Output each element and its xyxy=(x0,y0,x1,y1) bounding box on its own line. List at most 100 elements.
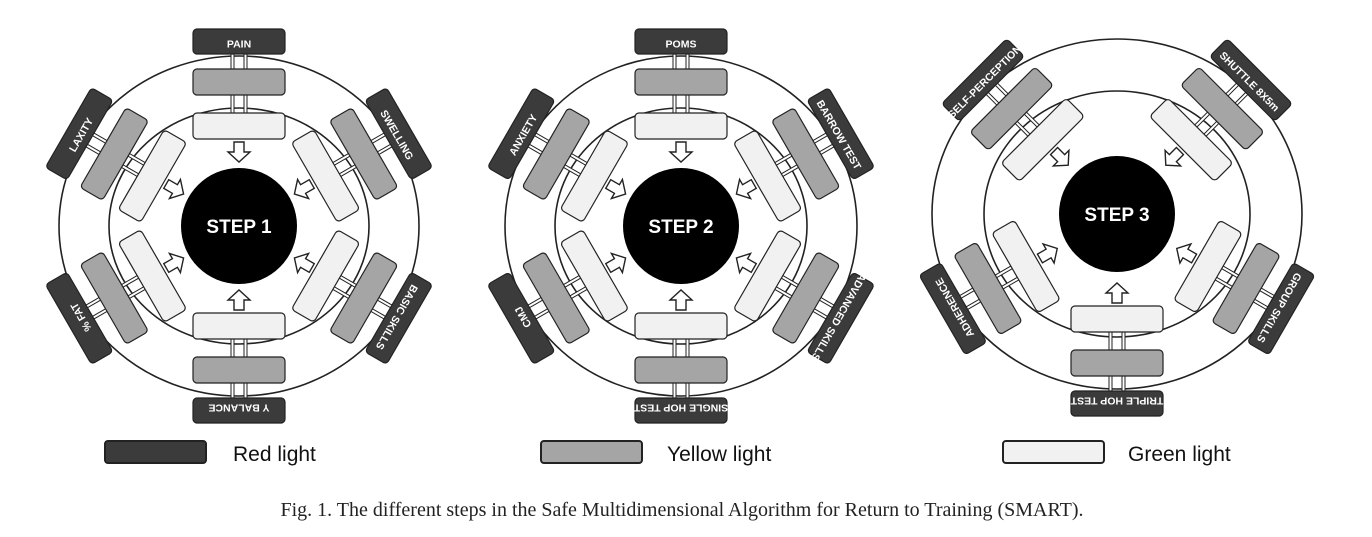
yellow-light-box xyxy=(330,108,398,200)
green-light-box xyxy=(734,230,801,322)
inner-ring xyxy=(108,107,370,345)
legend-item-red: Red light xyxy=(104,440,316,466)
spoke-cmj: CMJ xyxy=(488,230,628,364)
arrow-icon xyxy=(668,289,694,311)
step-center-circle xyxy=(1059,156,1175,272)
green-light-box xyxy=(1174,221,1242,312)
red-light-box xyxy=(365,88,432,179)
yellow-light-box xyxy=(522,252,590,344)
yellow-light-box xyxy=(522,108,590,200)
legend-item-green: Green light xyxy=(1002,440,1231,466)
arrow-icon xyxy=(604,177,627,200)
yellow-light-box xyxy=(772,252,840,344)
spoke-anxiety: ANXIETY xyxy=(488,88,628,222)
red-light-box xyxy=(634,397,728,424)
arrow-icon xyxy=(1049,146,1070,167)
step-title: STEP 2 xyxy=(648,217,713,238)
step-center-circle xyxy=(181,168,297,284)
green-light-box xyxy=(561,130,628,222)
green-light-box xyxy=(292,130,359,222)
red-light-box xyxy=(365,273,432,364)
yellow-light-box xyxy=(1212,243,1280,334)
yellow-light-box xyxy=(80,108,148,200)
arrow-icon xyxy=(1104,282,1130,304)
outer-ring xyxy=(931,38,1303,390)
arrow-icon xyxy=(668,141,694,163)
arrow-icon xyxy=(1036,242,1059,265)
red-light-box xyxy=(46,88,113,179)
red-light-box xyxy=(1248,263,1315,354)
legend-label-green: Green light xyxy=(1128,443,1231,466)
spoke-triple-hop-test: TRIPLE HOP TEST xyxy=(1070,282,1164,417)
red-light-box xyxy=(46,273,113,364)
green-light-box xyxy=(634,312,728,340)
green-light-box xyxy=(192,312,286,340)
legend-swatch-yellow xyxy=(540,440,643,464)
inner-ring xyxy=(983,90,1251,338)
red-light-box xyxy=(1070,390,1164,417)
outer-ring xyxy=(504,55,858,397)
outer-ring xyxy=(58,55,420,397)
spoke-pain: PAIN xyxy=(192,28,286,163)
arrow-icon xyxy=(1164,146,1185,167)
red-light-box xyxy=(192,397,286,424)
yellow-light-box xyxy=(634,68,728,96)
arrow-icon xyxy=(293,252,316,275)
green-light-box xyxy=(561,230,628,322)
arrow-icon xyxy=(293,177,316,200)
spoke-laxity: LAXITY xyxy=(46,88,186,222)
yellow-light-box xyxy=(634,356,728,384)
green-light-box xyxy=(1002,99,1084,181)
yellow-light-box xyxy=(1070,349,1164,377)
red-light-box xyxy=(488,88,555,179)
spoke-barrow-test: BARROW TEST xyxy=(734,88,874,222)
arrow-icon xyxy=(735,252,758,275)
spoke-group-skills: GROUP SKILLS xyxy=(1174,221,1315,354)
spoke-y-balance: Y BALANCE xyxy=(192,289,286,424)
spoke-adherence: ADHERENCE xyxy=(919,221,1060,354)
figure-caption: Fig. 1. The different steps in the Safe … xyxy=(280,499,1083,521)
yellow-light-box xyxy=(970,67,1053,150)
green-light-box xyxy=(992,221,1060,312)
arrow-icon xyxy=(735,177,758,200)
red-light-box xyxy=(192,28,286,55)
spoke-label-poms: POMS xyxy=(666,38,697,50)
arrow-icon xyxy=(162,252,185,275)
red-light-box xyxy=(807,273,874,364)
yellow-light-box xyxy=(80,252,148,344)
yellow-light-box xyxy=(954,243,1022,334)
step-title: STEP 1 xyxy=(206,217,272,238)
arrow-icon xyxy=(226,289,252,311)
red-light-box xyxy=(919,263,986,354)
green-light-box xyxy=(119,130,186,222)
spoke-label-y-balance: Y BALANCE xyxy=(208,402,269,414)
spoke-poms: POMS xyxy=(634,28,728,163)
green-light-box xyxy=(734,130,801,222)
yellow-light-box xyxy=(330,252,398,344)
arrow-icon xyxy=(226,141,252,163)
spoke-advanced-skills: ADVANCED SKILLS xyxy=(734,230,874,364)
spoke-fat: % FAT xyxy=(46,230,186,364)
green-light-box xyxy=(1070,305,1164,333)
red-light-box xyxy=(807,88,874,179)
red-light-box xyxy=(488,273,555,364)
arrow-icon xyxy=(1175,242,1198,265)
yellow-light-box xyxy=(192,356,286,384)
arrow-icon xyxy=(162,177,185,200)
step-center-circle xyxy=(623,168,739,284)
spoke-single-hop-test: SINGLE HOP TEST xyxy=(633,289,728,424)
red-light-box xyxy=(1210,39,1292,121)
legend-swatch-red xyxy=(104,440,207,464)
spoke-label-triple-hop-test: TRIPLE HOP TEST xyxy=(1070,395,1163,407)
spoke-basic-skills: BASIC SKILLS xyxy=(292,230,432,364)
legend-swatch-green xyxy=(1002,440,1105,464)
spoke-label-single-hop-test: SINGLE HOP TEST xyxy=(633,402,728,414)
step-title: STEP 3 xyxy=(1084,205,1149,226)
inner-ring xyxy=(554,107,808,345)
yellow-light-box xyxy=(1181,67,1264,150)
